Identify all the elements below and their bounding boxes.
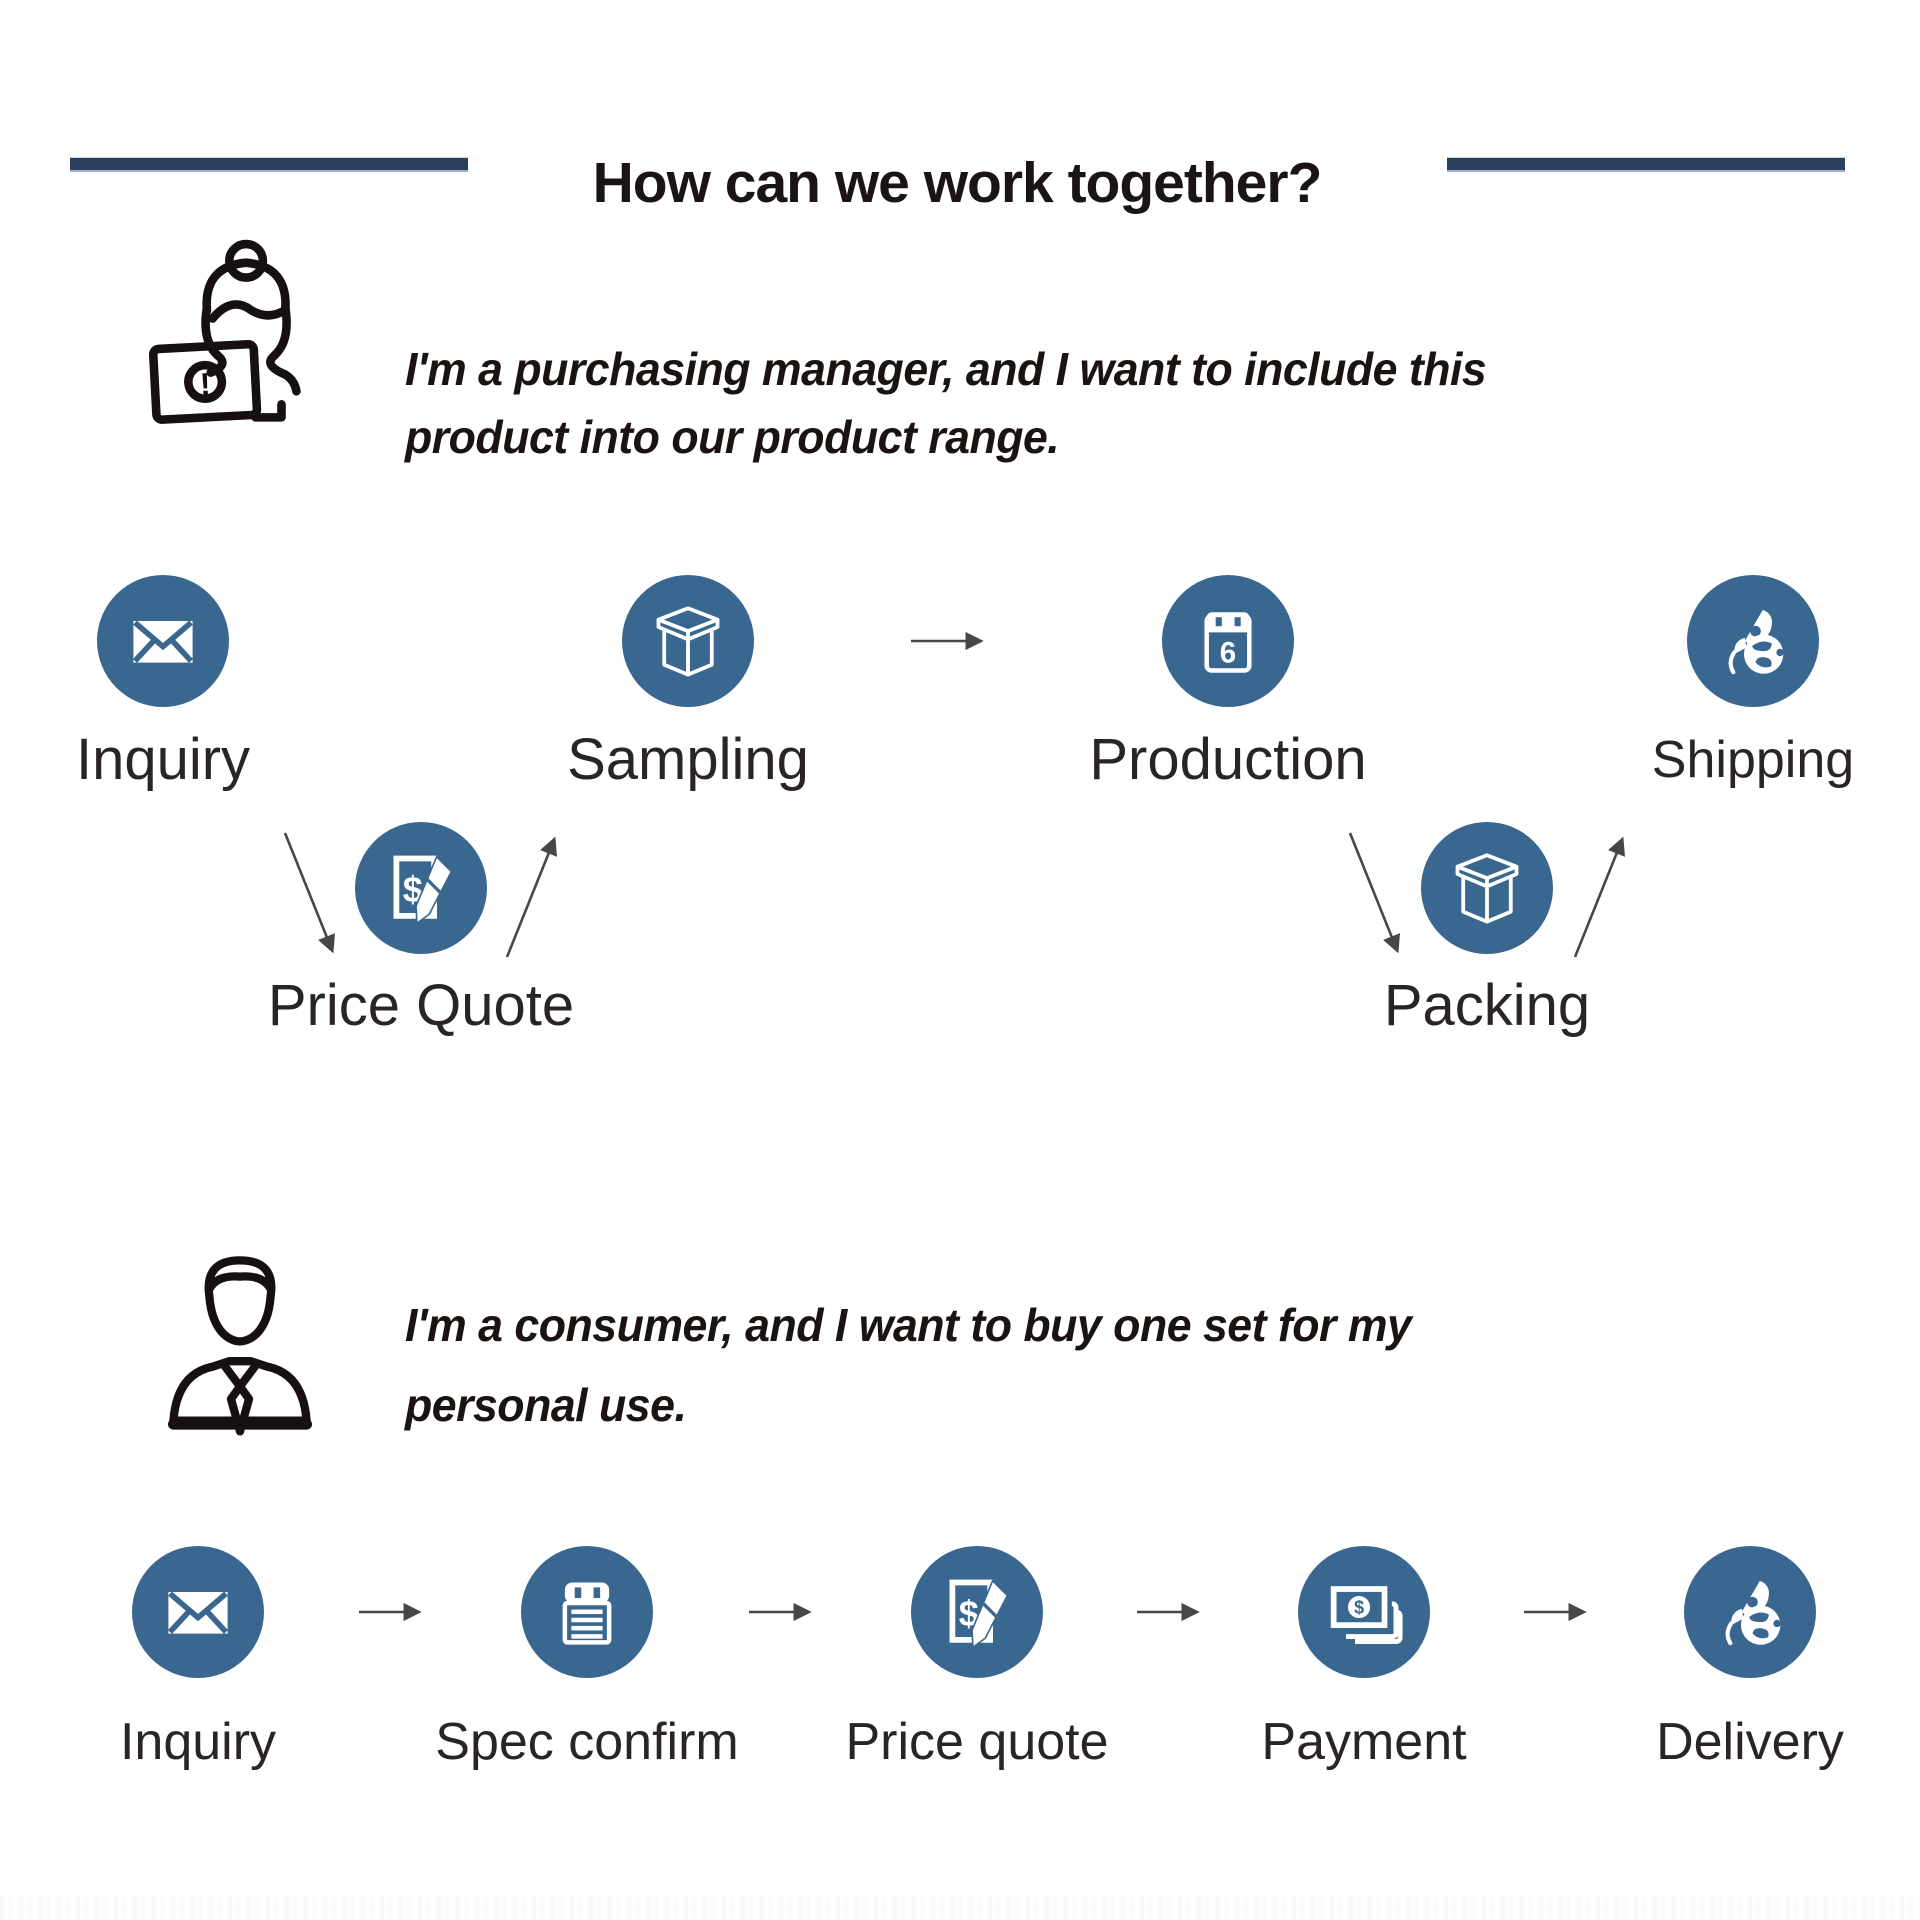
label-packing-b2b: Packing <box>1383 973 1591 1038</box>
label-inquiry-b2c: Inquiry <box>119 1713 277 1771</box>
arrow-spec-to-pricequote <box>749 1602 812 1622</box>
manager-quote-line2: product into our product range. <box>405 411 1060 463</box>
label-inquiry-b2b: Inquiry <box>75 727 251 792</box>
currency-glyph: $ <box>1354 1598 1364 1618</box>
consumer-quote-line1: I'm a consumer, and I want to buy one se… <box>405 1299 1412 1351</box>
purchasing-manager-icon: ! <box>138 236 343 431</box>
step-inquiry-b2c <box>132 1546 264 1678</box>
label-price-quote-b2c: Price quote <box>845 1713 1109 1771</box>
label-shipping-b2b: Shipping <box>1651 731 1855 789</box>
label-delivery-b2c: Delivery <box>1656 1713 1844 1771</box>
price-quote-doc-icon: $ <box>393 855 453 925</box>
arrow-inquiry-to-spec <box>359 1602 422 1622</box>
label-production-b2b: Production <box>1089 727 1367 792</box>
step-packing-b2b <box>1421 822 1553 954</box>
box-icon <box>1455 853 1519 924</box>
currency-glyph: $ <box>403 869 423 910</box>
arrow-production-to-packing <box>1348 832 1401 954</box>
step-shipping-b2b <box>1687 575 1819 707</box>
price-quote-doc-icon: $ <box>949 1579 1009 1649</box>
arrow-inquiry-to-pricequote <box>283 832 336 954</box>
rocket-globe-icon <box>1728 609 1784 675</box>
manager-quote-line1: I'm a purchasing manager, and I want to … <box>405 343 1487 395</box>
title-divider-left <box>70 158 468 170</box>
step-production-b2b: 6 <box>1162 575 1294 707</box>
currency-glyph: $ <box>959 1593 979 1634</box>
envelope-icon <box>167 1591 229 1634</box>
arrow-pricequote-to-sampling <box>505 836 558 958</box>
cropped-bottom-text-remnant <box>0 1896 1920 1920</box>
label-spec-confirm-b2c: Spec confirm <box>435 1713 739 1771</box>
label-price-quote-b2b: Price Quote <box>267 973 575 1038</box>
box-icon <box>656 606 720 677</box>
step-delivery-b2c <box>1684 1546 1816 1678</box>
rocket-globe-icon <box>1725 1580 1781 1646</box>
label-sampling-b2b: Sampling <box>567 727 809 792</box>
step-price-quote-b2b: $ <box>355 822 487 954</box>
arrow-sampling-to-production <box>911 631 984 651</box>
step-sampling-b2b <box>622 575 754 707</box>
banknotes-icon: $ <box>1330 1586 1403 1644</box>
laptop-badge-glyph: ! <box>199 366 211 403</box>
step-price-quote-b2c: $ <box>911 1546 1043 1678</box>
consumer-icon <box>150 1240 330 1450</box>
calendar-icon: 6 <box>1204 612 1252 673</box>
step-payment-b2c: $ <box>1298 1546 1430 1678</box>
title-divider-right <box>1447 158 1845 170</box>
envelope-icon <box>132 620 194 663</box>
label-payment-b2c: Payment <box>1261 1713 1467 1771</box>
calendar-day-glyph: 6 <box>1220 636 1236 669</box>
step-spec-confirm-b2c <box>521 1546 653 1678</box>
arrow-packing-to-shipping <box>1573 836 1626 958</box>
step-inquiry-b2b <box>97 575 229 707</box>
arrow-payment-to-delivery <box>1524 1602 1587 1622</box>
page-title: How can we work together? <box>592 151 1323 216</box>
consumer-quote-line2: personal use. <box>405 1379 687 1431</box>
arrow-pricequote-to-payment <box>1137 1602 1200 1622</box>
notepad-icon <box>562 1582 612 1645</box>
